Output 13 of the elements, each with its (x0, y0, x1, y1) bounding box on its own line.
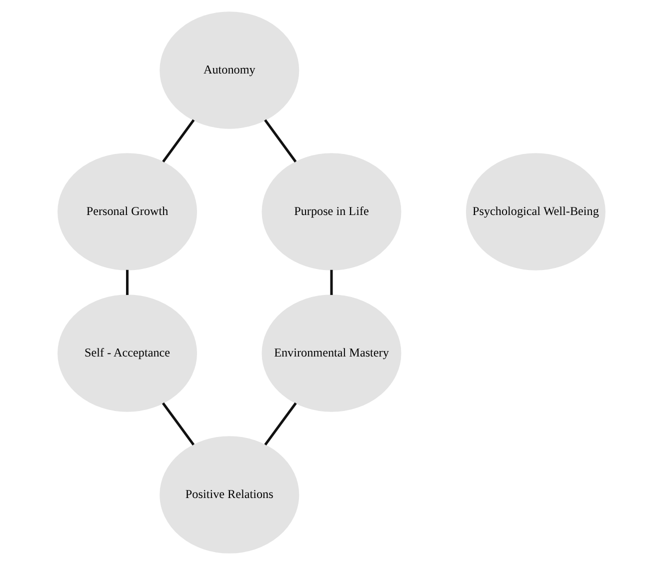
connector (264, 119, 296, 162)
connector (330, 270, 332, 295)
node-ellipse: Psychological Well-Being (465, 153, 605, 270)
connector (162, 119, 194, 162)
node-ellipse: Positive Relations (159, 436, 299, 554)
node-ellipse: Purpose in Life (261, 153, 401, 270)
node-ellipse: Autonomy (159, 12, 299, 129)
connector (161, 402, 194, 446)
connector (264, 402, 296, 446)
node-ellipse: Environmental Mastery (261, 294, 401, 412)
connector (126, 270, 128, 295)
node-ellipse: Personal Growth (57, 153, 197, 270)
node-ellipse: Self - Acceptance (57, 294, 197, 412)
